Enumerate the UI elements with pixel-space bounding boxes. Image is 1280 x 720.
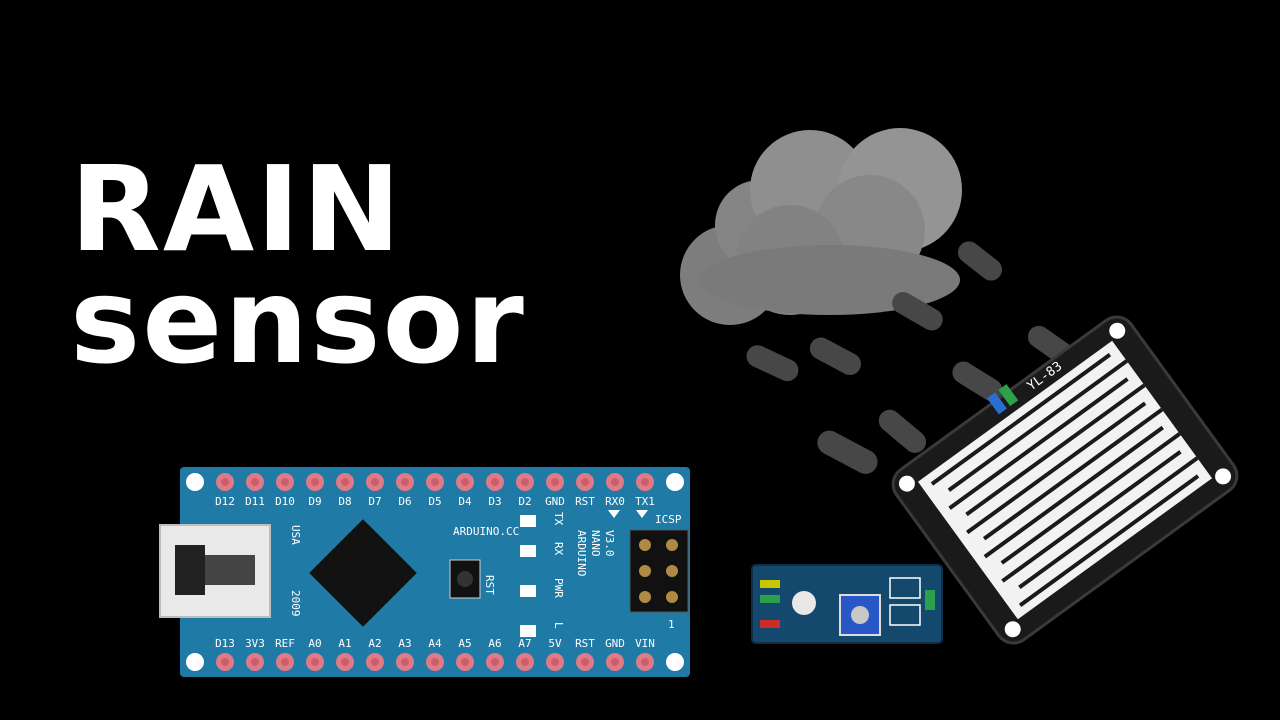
top-pin-pad-hole [461, 478, 469, 486]
corner-mark: 1 [668, 618, 675, 631]
usa-label: USA [289, 525, 302, 545]
rain-sensor-plate: YL-83 [891, 315, 1239, 645]
top-pin-pad-hole [281, 478, 289, 486]
top-pin-label: GND [545, 495, 565, 508]
bottom-pin-label: REF [275, 637, 295, 650]
top-pin-label: RX0 [605, 495, 625, 508]
bottom-pin-label: D13 [215, 637, 235, 650]
icsp-header [629, 529, 689, 613]
top-pin-pad-hole [251, 478, 259, 486]
model-line-3: V3.0 [603, 530, 616, 557]
bottom-pin-pad-hole [311, 658, 319, 666]
top-pin-label: D9 [308, 495, 321, 508]
top-pin-pad-hole [521, 478, 529, 486]
model-line-2: NANO [589, 530, 602, 557]
led-label-l: L [552, 622, 565, 629]
bottom-pin-pad-hole [581, 658, 589, 666]
bottom-pin-pad-hole [431, 658, 439, 666]
top-pin-row: D12 D11 D10 D9 D8 D7 D6 D5 D4 D3 D2 GND RST RX0 TX1 [215, 473, 655, 508]
cloud-icon [680, 128, 962, 325]
top-pin-label: D10 [275, 495, 295, 508]
status-leds [520, 515, 536, 637]
top-pin-pad-hole [581, 478, 589, 486]
top-pin-label: D8 [338, 495, 351, 508]
rst-label: RST [483, 575, 496, 595]
top-pin-label: D6 [398, 495, 411, 508]
bottom-pin-label: A2 [368, 637, 381, 650]
bottom-pin-pad-hole [641, 658, 649, 666]
bottom-pin-label: A6 [488, 637, 501, 650]
top-pin-pad-hole [401, 478, 409, 486]
bottom-pin-pad-hole [401, 658, 409, 666]
bottom-pin-label: GND [605, 637, 625, 650]
bottom-pin-row: D13 3V3 REF A0 A1 A2 A3 A4 A5 A6 A7 5V RST GND VIN [215, 637, 655, 671]
bottom-pin-pad-hole [551, 658, 559, 666]
top-pin-pad-hole [551, 478, 559, 486]
bottom-pin-pad-hole [281, 658, 289, 666]
bottom-pin-label: VIN [635, 637, 655, 650]
top-pin-pad-hole [431, 478, 439, 486]
year-label: 2009 [289, 590, 302, 617]
bottom-pin-pad-hole [611, 658, 619, 666]
top-pin-pad-hole [611, 478, 619, 486]
led-label-rx: RX [552, 542, 565, 556]
bottom-pin-label: A0 [308, 637, 321, 650]
top-pin-label: D5 [428, 495, 441, 508]
top-pin-pad-hole [221, 478, 229, 486]
bottom-pin-label: 3V3 [245, 637, 265, 650]
top-pin-label: D3 [488, 495, 501, 508]
title-line-1: RAIN [70, 140, 403, 278]
bottom-pin-pad-hole [371, 658, 379, 666]
top-pin-label: D12 [215, 495, 235, 508]
bottom-pin-pad-hole [461, 658, 469, 666]
bottom-pin-label: A7 [518, 637, 531, 650]
bottom-pin-pad-hole [491, 658, 499, 666]
model-line-1: ARDUINO [575, 530, 588, 576]
bottom-pin-pad-hole [251, 658, 259, 666]
bottom-pin-label: A1 [338, 637, 351, 650]
top-pin-pad-hole [311, 478, 319, 486]
bottom-pin-label: A3 [398, 637, 411, 650]
bottom-pin-pad-hole [221, 658, 229, 666]
usb-connector [159, 524, 271, 618]
top-pin-pad-hole [491, 478, 499, 486]
top-pin-label: TX1 [635, 495, 655, 508]
title-line-2: sensor [70, 252, 526, 390]
comparator-module [751, 564, 943, 644]
bottom-pin-label: 5V [548, 637, 562, 650]
bottom-pin-label: A4 [428, 637, 442, 650]
bottom-pin-label: A5 [458, 637, 471, 650]
top-pin-pad-hole [341, 478, 349, 486]
led-label-pwr: PWR [552, 578, 565, 598]
led-label-tx: TX [552, 512, 565, 526]
microcontroller-chip [309, 519, 417, 627]
top-pin-pad-hole [371, 478, 379, 486]
bottom-pin-pad-hole [521, 658, 529, 666]
icsp-label: ICSP [655, 513, 682, 526]
bottom-pin-pad-hole [341, 658, 349, 666]
top-pin-label: D2 [518, 495, 531, 508]
top-pin-label: RST [575, 495, 595, 508]
top-pin-label: D7 [368, 495, 381, 508]
brand-label: ARDUINO.CC [453, 525, 519, 538]
top-pin-label: D11 [245, 495, 265, 508]
top-pin-pad-hole [641, 478, 649, 486]
bottom-pin-label: RST [575, 637, 595, 650]
top-pin-label: D4 [458, 495, 472, 508]
